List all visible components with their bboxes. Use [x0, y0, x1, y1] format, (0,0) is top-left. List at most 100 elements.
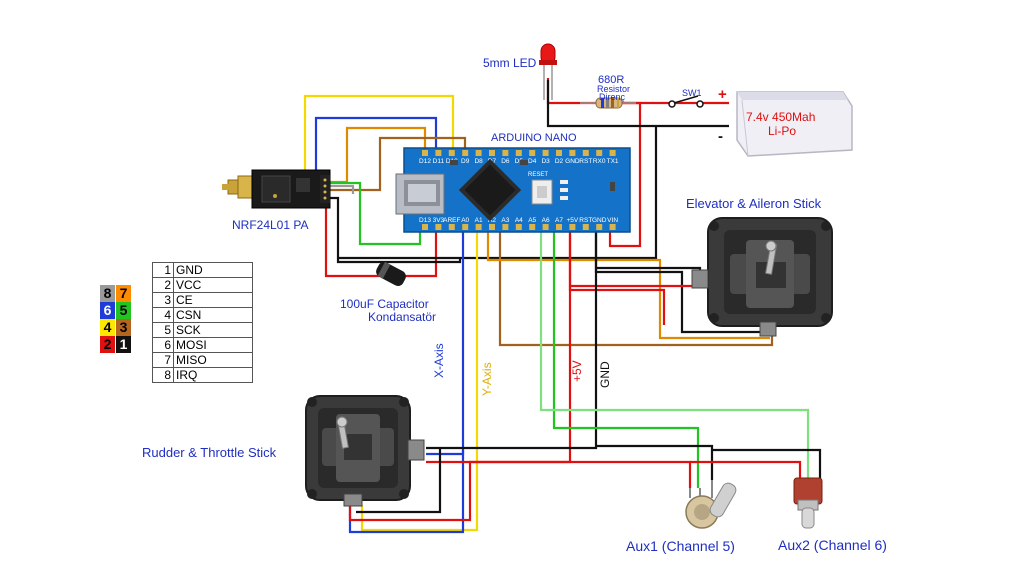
arduino-pin — [529, 224, 536, 230]
pin-name: GND — [173, 262, 253, 278]
arduino-pin — [422, 224, 428, 230]
resistor-value-label: 680R — [598, 74, 625, 86]
pin-name: MISO — [173, 352, 253, 368]
atmega-chip — [458, 158, 522, 222]
arduino-pin-label: D12 — [419, 158, 431, 165]
wire-red-aux2 — [690, 460, 802, 480]
arduino-pin — [609, 150, 616, 156]
pin-key-cell: 7 — [116, 285, 131, 302]
arduino-pin — [569, 150, 576, 156]
arduino-pin — [556, 224, 562, 230]
pin-name: IRQ — [173, 367, 253, 383]
resistor-en-label: Resistor — [597, 84, 631, 94]
wire-black-gnd-rud — [356, 448, 442, 514]
rudder-stick-label: Rudder & Throttle Stick — [142, 445, 277, 460]
capacitor-label-tr: Kondansatör — [368, 310, 437, 324]
arduino-pin-label: D2 — [555, 158, 564, 165]
arduino-pin-label: A0 — [461, 217, 469, 224]
arduino-pin — [582, 224, 589, 230]
arduino-pin-label: VIN — [607, 217, 618, 224]
arduino-pin — [448, 224, 455, 230]
wires — [303, 78, 822, 534]
pin-key-cell: 6 — [100, 302, 115, 319]
arduino-pin — [609, 224, 616, 230]
wire-red-5v — [426, 232, 572, 464]
led-component — [539, 43, 557, 100]
pin-name: MOSI — [173, 337, 253, 353]
wire-black-aux1 — [596, 444, 714, 480]
arduino-pin-label: A2 — [488, 217, 496, 224]
arduino-pin-label: GND — [565, 158, 580, 165]
pin-key-cell: 3 — [116, 319, 131, 336]
arduino-pin — [489, 224, 495, 230]
pin-number: 4 — [152, 307, 174, 323]
pin-key-cell: 2 — [100, 336, 115, 353]
wire-black-aux2 — [712, 448, 822, 480]
arduino-pin-label: A4 — [515, 217, 523, 224]
arduino-pin-label: A1 — [475, 217, 483, 224]
wire-black-gnd-main — [546, 80, 729, 128]
capacitor-label-en: 100uF Capacitor — [340, 297, 429, 311]
y-axis-label: Y-Axis — [480, 362, 494, 396]
arduino-pin — [462, 150, 469, 156]
wire-red-aux1 — [570, 460, 692, 488]
wire-green-aux1 — [552, 232, 700, 488]
arduino-pin — [502, 150, 509, 156]
elevator-stick-label: Elevator & Aileron Stick — [686, 196, 822, 211]
nrf24l01-module — [222, 169, 331, 209]
pin-key-cell: 4 — [100, 319, 115, 336]
arduino-pin-label: RST — [579, 158, 592, 165]
arduino-pin-label: D4 — [528, 158, 537, 165]
arduino-pin-label: A5 — [528, 217, 536, 224]
pin-key-cell: 8 — [100, 285, 115, 302]
pin-name: CE — [173, 292, 253, 308]
arduino-pin-label: AREF — [443, 217, 460, 224]
v5-label: +5V — [570, 360, 584, 382]
wire-black-gnd-main2 — [338, 126, 658, 260]
pin-number: 8 — [152, 367, 174, 383]
battery-plus-label: + — [718, 86, 727, 103]
pin-number: 7 — [152, 352, 174, 368]
arduino-pin-label: +5V — [567, 217, 579, 224]
arduino-pin — [448, 150, 455, 156]
pin-name: CSN — [173, 307, 253, 323]
pin-number: 5 — [152, 322, 174, 338]
arduino-pin-label: D11 — [433, 158, 445, 165]
reset-label: RESET — [528, 172, 549, 178]
arduino-pin — [462, 224, 469, 230]
battery-lipo — [736, 91, 853, 157]
arduino-pin — [542, 150, 549, 156]
arduino-pin — [569, 224, 576, 230]
arduino-pin — [475, 150, 482, 156]
wire-yellow-y — [360, 232, 479, 532]
wire-orange-a1 — [486, 232, 770, 340]
arduino-pin — [502, 224, 509, 230]
arduino-pin-label: D9 — [461, 158, 470, 165]
arduino-pin-label: A6 — [542, 217, 550, 224]
pin-number: 1 — [152, 262, 174, 278]
led-label: 5mm LED — [483, 56, 537, 70]
arduino-pin-label: D8 — [474, 158, 483, 165]
arduino-pin-label: A7 — [555, 217, 563, 224]
arduino-pin-label: GND — [592, 217, 607, 224]
aux1-potentiometer — [685, 480, 737, 529]
elevator-aileron-stick — [691, 217, 833, 337]
capacitor-100uf — [376, 261, 406, 286]
led-base — [539, 60, 557, 65]
arduino-pin-label: A3 — [501, 217, 509, 224]
pin-number: 6 — [152, 337, 174, 353]
aux2-toggle-switch — [793, 477, 823, 529]
arduino-pin-label: RST — [579, 217, 592, 224]
arduino-pin — [515, 224, 522, 230]
arduino-pin-label: D3 — [541, 158, 550, 165]
nrf-label: NRF24L01 PA — [232, 218, 309, 232]
wire-red-vin — [546, 78, 729, 105]
wire-brown-a2 — [498, 232, 774, 347]
switch-label: SW1 — [682, 88, 702, 98]
resistor-component — [580, 97, 636, 109]
gnd-label: GND — [598, 361, 612, 388]
